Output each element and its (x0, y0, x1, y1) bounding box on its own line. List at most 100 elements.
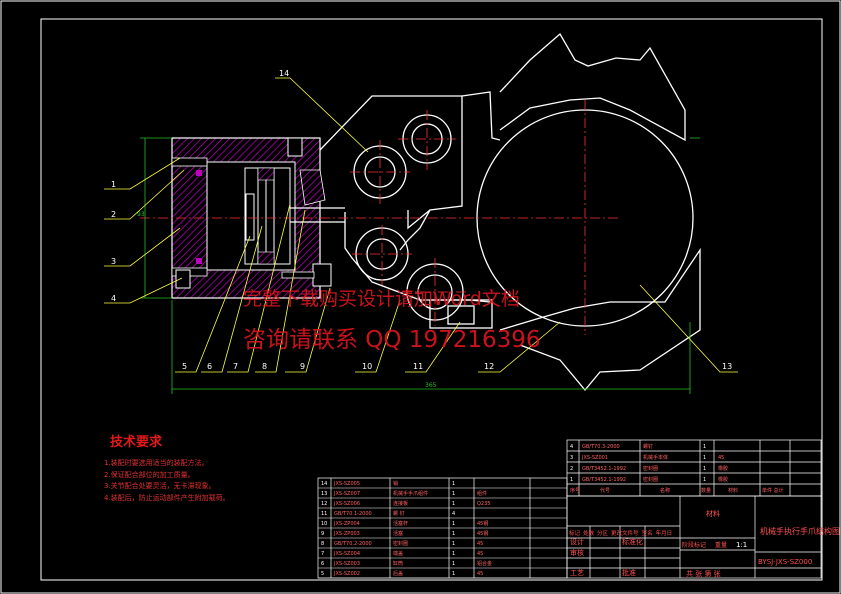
header-material: 材料 (728, 487, 738, 494)
drawing-scale: 1:1 (736, 541, 747, 549)
part-number: 2 (570, 466, 573, 472)
part-number: 6 (321, 561, 324, 567)
part-name: 密封圈 (643, 465, 658, 472)
requirement-item: 2.保证配合部位的加工质量。 (104, 470, 195, 479)
callout-2: 2 (111, 210, 116, 219)
callout-7: 7 (233, 362, 238, 371)
part-number: 1 (570, 477, 573, 483)
piston-rod (290, 169, 345, 223)
part-qty: 1 (452, 531, 455, 537)
requirement-item: 4.装配后，防止运动部件产生附加载荷。 (104, 493, 230, 502)
part-code: JXS-SZ007 (333, 491, 360, 497)
callout-1: 1 (111, 180, 116, 189)
callout-12: 12 (484, 362, 494, 371)
part-number: 8 (321, 541, 324, 547)
part-material: 45钢 (477, 520, 488, 527)
part-material: 45 (477, 551, 483, 557)
leader-lines (104, 77, 738, 373)
part-qty: 1 (452, 481, 455, 487)
part-qty: 1 (452, 551, 455, 557)
part-code: JXS-ZP003 (333, 531, 360, 537)
part-code: JXS-SZ004 (333, 551, 360, 557)
part-code: GB/T3452.1-1992 (582, 477, 626, 483)
dimension-overall-width: 365 (425, 382, 437, 389)
revision-header: 标记处数分区更改文件号签名年月日 (569, 529, 672, 537)
technical-requirements-list: 1.装配时要选用适当的装配方法。 2.保证配合部位的加工质量。 3.关节配合处要… (104, 458, 230, 504)
callout-9: 9 (300, 362, 305, 371)
part-name: 连接板 (393, 500, 408, 507)
part-code: JXS-SZ003 (333, 561, 360, 567)
callout-11: 11 (413, 362, 423, 371)
callout-5: 5 (182, 362, 187, 371)
role-review: 审核 (570, 548, 584, 557)
drawing-code: BYSJ-JXS-SZ000 (758, 558, 812, 566)
part-name: 端盖 (393, 550, 403, 557)
part-material: 橡胶 (718, 465, 728, 472)
inner-frame (40, 18, 823, 581)
part-number: 10 (321, 521, 327, 527)
part-number: 13 (321, 491, 327, 497)
part-qty: 1 (452, 561, 455, 567)
watermark-line-2: 咨询请联系 QQ 197216396 (243, 327, 541, 353)
part-qty: 1 (703, 477, 706, 483)
part-code: JXS-SZ005 (333, 481, 360, 487)
part-name: 销 (393, 480, 398, 487)
title-block-text: 材料 机械手执行手爪结构图 BYSJ-JXS-SZ000 1:1 阶段标记 重量… (569, 509, 840, 578)
part-name: 螺钉 (643, 443, 653, 450)
part-code: JXS-SZ001 (581, 455, 608, 461)
part-code: GB/T3452.1-1992 (582, 466, 626, 472)
role-design: 设计 (570, 537, 584, 546)
part-qty: 1 (703, 444, 706, 450)
part-name: 密封圈 (393, 540, 408, 547)
part-code: JXS-ZP004 (333, 521, 360, 527)
callout-6: 6 (207, 362, 212, 371)
part-code: GB/T70.2-2000 (334, 541, 372, 547)
part-qty: 1 (452, 571, 455, 577)
callout-14: 14 (279, 69, 289, 78)
part-name: 活塞杆 (393, 520, 408, 527)
part-name: 活塞 (393, 530, 403, 537)
part-material: 45 (718, 455, 724, 461)
part-number: 9 (321, 531, 324, 537)
part-qty: 1 (452, 541, 455, 547)
part-number: 3 (570, 455, 573, 461)
role-standard: 标准化 (622, 537, 643, 546)
part-number: 11 (321, 511, 327, 517)
sheet-label: 共 张 第 张 (686, 569, 721, 578)
requirement-item: 1.装配时要选用适当的装配方法。 (104, 459, 209, 467)
part-number: 12 (321, 501, 327, 507)
requirement-item: 3.关节配合处要灵活，无卡滞现象。 (104, 482, 216, 490)
part-name: 螺 钉 (393, 510, 405, 517)
part-material: 铝合金 (477, 560, 492, 567)
callout-4: 4 (111, 294, 116, 303)
drawing-title: 机械手执行手爪结构图 (760, 526, 840, 536)
part-qty: 1 (703, 455, 706, 461)
header-code: 代号 (600, 487, 610, 494)
part-number: 4 (570, 444, 573, 450)
callout-13: 13 (722, 362, 732, 371)
stage-label: 阶段标记 (682, 541, 706, 549)
part-name: 后盖 (393, 570, 403, 577)
header-no: 序号 (570, 487, 580, 494)
part-qty: 1 (452, 491, 455, 497)
header-weight: 单件 总计 (762, 487, 784, 494)
part-code: JXS-SZ006 (333, 501, 360, 507)
dimension-lines (140, 137, 700, 394)
part-qty: 4 (452, 511, 455, 517)
part-material: 橡胶 (718, 476, 728, 483)
part-number: 14 (321, 481, 327, 487)
part-name: 密封圈 (643, 476, 658, 483)
dimension-height: 93 (137, 211, 145, 218)
role-process: 工艺 (570, 569, 584, 577)
part-name: 机械手本体 (643, 454, 668, 461)
weight-label: 重量 (715, 541, 727, 549)
part-number: 7 (321, 551, 324, 557)
part-code: GB/T70.1-2000 (334, 511, 372, 517)
callout-3: 3 (111, 257, 116, 266)
role-approve: 批准 (622, 568, 636, 577)
header-qty: 数量 (701, 487, 711, 494)
